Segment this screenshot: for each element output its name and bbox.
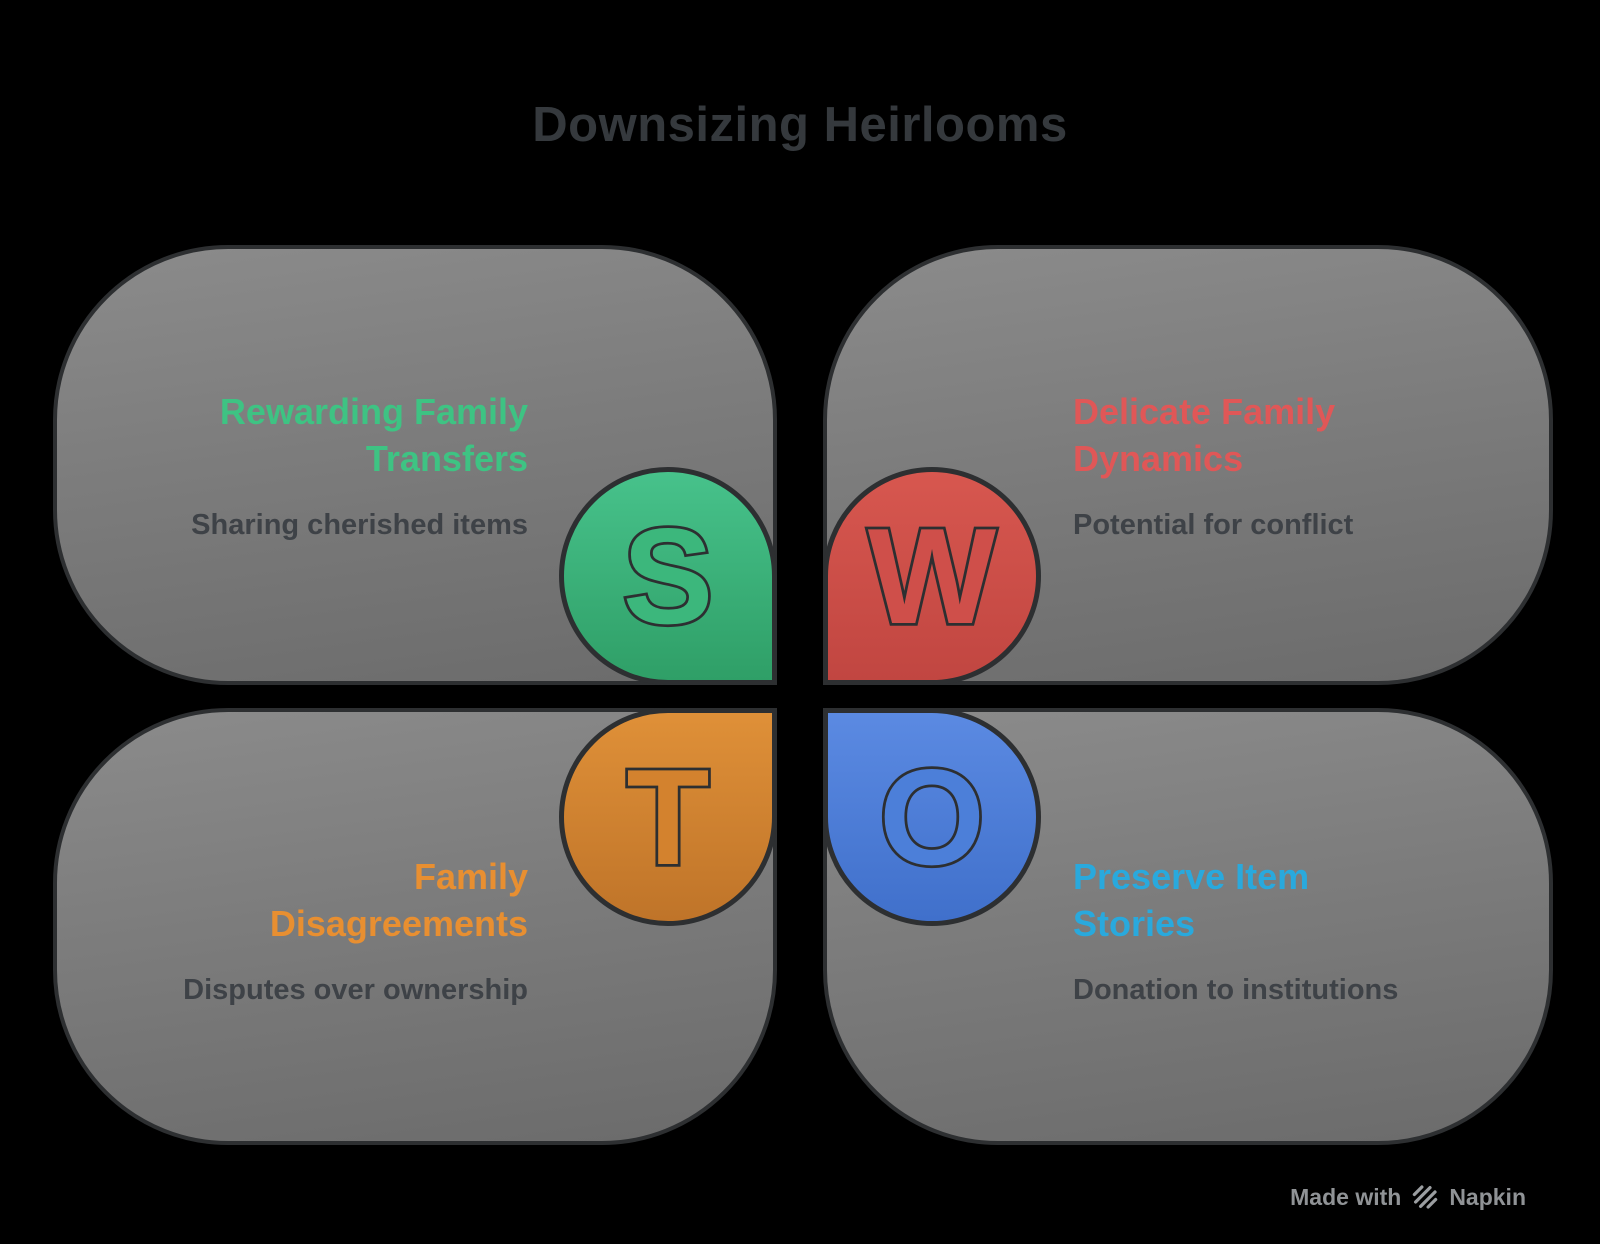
quadrant-opportunities-content: Preserve Item Stories Donation to instit… [1073, 854, 1473, 1008]
threats-letter: T [624, 741, 713, 893]
made-with-napkin-watermark: Made with Napkin [1290, 1182, 1526, 1212]
watermark-label: Made with [1290, 1183, 1402, 1210]
quadrant-threats: Family Disagreements Disputes over owner… [53, 708, 777, 1145]
napkin-logo-icon [1413, 1185, 1438, 1209]
strengths-badge: S [559, 467, 777, 685]
quadrant-weaknesses: Delicate Family Dynamics Potential for c… [823, 245, 1553, 685]
quadrant-opportunities-heading: Preserve Item Stories [1073, 856, 1310, 944]
quadrant-weaknesses-content: Delicate Family Dynamics Potential for c… [1073, 389, 1473, 543]
quadrant-strengths-content: Rewarding Family Transfers Sharing cheri… [128, 389, 528, 543]
watermark-brand: Napkin [1449, 1183, 1526, 1210]
quadrant-threats-subtitle: Disputes over ownership [183, 973, 528, 1006]
quadrant-opportunities-subtitle: Donation to institutions [1073, 973, 1399, 1006]
strengths-letter: S [620, 500, 716, 652]
weaknesses-letter: W [865, 500, 999, 652]
quadrant-weaknesses-subtitle: Potential for conflict [1073, 508, 1354, 541]
opportunities-badge: O [823, 708, 1041, 926]
quadrant-threats-heading: Family Disagreements [269, 856, 528, 944]
quadrant-strengths-subtitle: Sharing cherished items [191, 508, 528, 541]
quadrant-opportunities: Preserve Item Stories Donation to instit… [823, 708, 1553, 1145]
weaknesses-badge: W [823, 467, 1041, 685]
quadrant-strengths-heading: Rewarding Family Transfers [219, 391, 528, 479]
opportunities-letter: O [876, 741, 987, 893]
quadrant-strengths: Rewarding Family Transfers Sharing cheri… [53, 245, 777, 685]
quadrant-weaknesses-heading: Delicate Family Dynamics [1073, 391, 1336, 479]
threats-badge: T [559, 708, 777, 926]
quadrant-threats-content: Family Disagreements Disputes over owner… [128, 854, 528, 1008]
page-title: Downsizing Heirlooms [532, 98, 1068, 152]
